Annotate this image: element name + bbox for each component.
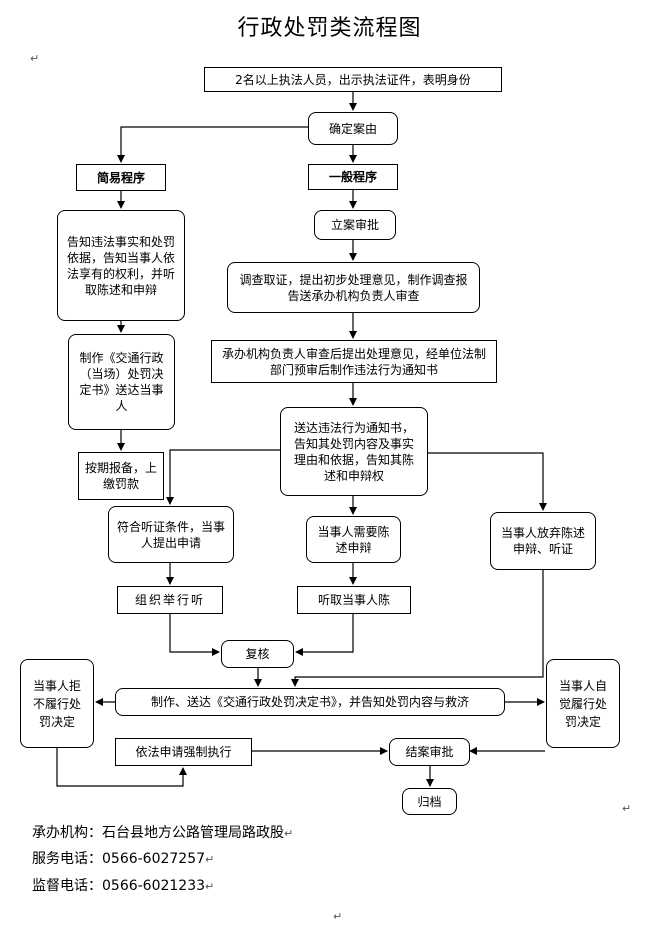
node-notify-facts: 告知违法事实和处罚依据，告知当事人依法享有的权利，并听取陈述和申辩 [57,210,185,321]
node-waive-defense: 当事人放弃陈述申辩、听证 [490,512,596,570]
page-title: 行政处罚类流程图 [237,16,422,41]
node-determine-case: 确定案由 [308,112,398,145]
node-refuse-perform: 当事人拒不履行处罚决定 [20,659,94,748]
node-report-fine: 按期报备，上缴罚款 [78,452,164,500]
node-general-procedure: 一般程序 [308,164,398,190]
node-case-approval: 立案审批 [314,210,396,240]
node-review-notice: 承办机构负责人审查后提出处理意见，经单位法制部门预审后制作违法行为通知书 [211,340,497,383]
footer-service-phone: 服务电话：0566-6027257↵ [32,851,215,867]
node-voluntary-perform: 当事人自觉履行处罚决定 [546,659,620,748]
footer-agency: 承办机构：石台县地方公路管理局路政股↵ [32,825,294,841]
node-hearing-request: 符合听证条件，当事人提出申请 [108,506,234,563]
node-deliver-decision: 制作、送达《交通行政处罚决定书》，并告知处罚内容与救济 [115,688,505,716]
paragraph-mark: ↵ [333,910,343,923]
node-hear-statement: 听取当事人陈 [297,586,411,614]
paragraph-mark: ↵ [30,52,40,65]
node-investigation: 调查取证，提出初步处理意见，制作调查报告送承办机构负责人审查 [227,262,480,313]
node-need-defense: 当事人需要陈述申辩 [306,516,401,563]
node-show-credentials: 2名以上执法人员，出示执法证件，表明身份 [204,67,502,92]
footer-supervise-phone: 监督电话：0566-6021233↵ [32,878,215,894]
node-hold-hearing: 组织举行听 [117,586,223,614]
node-enforce-execution: 依法申请强制执行 [115,738,252,766]
node-close-approval: 结案审批 [389,738,470,766]
paragraph-mark: ↵ [622,802,632,815]
node-archive: 归档 [402,788,457,815]
node-recheck: 复核 [221,640,294,668]
node-deliver-notice: 送达违法行为通知书，告知其处罚内容及事实理由和依据，告知其陈述和申辩权 [280,407,428,496]
node-simple-procedure: 简易程序 [76,164,166,191]
node-on-spot-decision: 制作《交通行政（当场）处罚决定书》送达当事人 [68,334,175,430]
